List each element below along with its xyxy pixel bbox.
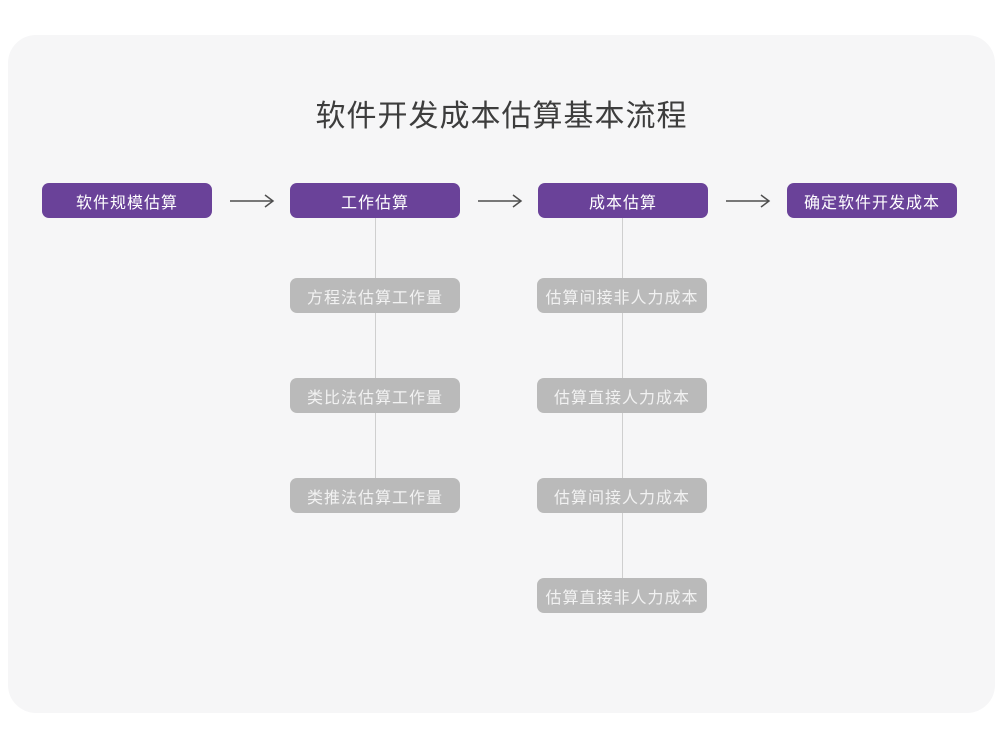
work-method-analogy[interactable]: 类比法估算工作量 [290, 378, 460, 413]
cost-item-direct-labor[interactable]: 估算直接人力成本 [537, 378, 707, 413]
slide-card: 软件开发成本估算基本流程 软件规模估算 工作估算 成本估算 确定软件开发成本 方… [8, 35, 995, 713]
flow-node-determine-cost[interactable]: 确定软件开发成本 [787, 183, 957, 218]
page-title: 软件开发成本估算基本流程 [315, 100, 688, 133]
work-method-equation[interactable]: 方程法估算工作量 [290, 278, 460, 313]
connector-line-work-column [375, 218, 376, 490]
flow-node-cost-estimation[interactable]: 成本估算 [538, 183, 708, 218]
work-method-extrapolation[interactable]: 类推法估算工作量 [290, 478, 460, 513]
flow-node-work-estimation[interactable]: 工作估算 [290, 183, 460, 218]
cost-item-indirect-nonlabor[interactable]: 估算间接非人力成本 [537, 278, 707, 313]
cost-item-indirect-labor[interactable]: 估算间接人力成本 [537, 478, 707, 513]
cost-item-direct-nonlabor[interactable]: 估算直接非人力成本 [537, 578, 707, 613]
arrow-right-icon [724, 193, 774, 209]
flow-node-scale-estimation[interactable]: 软件规模估算 [42, 183, 212, 218]
arrow-right-icon [476, 193, 526, 209]
arrow-right-icon [228, 193, 278, 209]
